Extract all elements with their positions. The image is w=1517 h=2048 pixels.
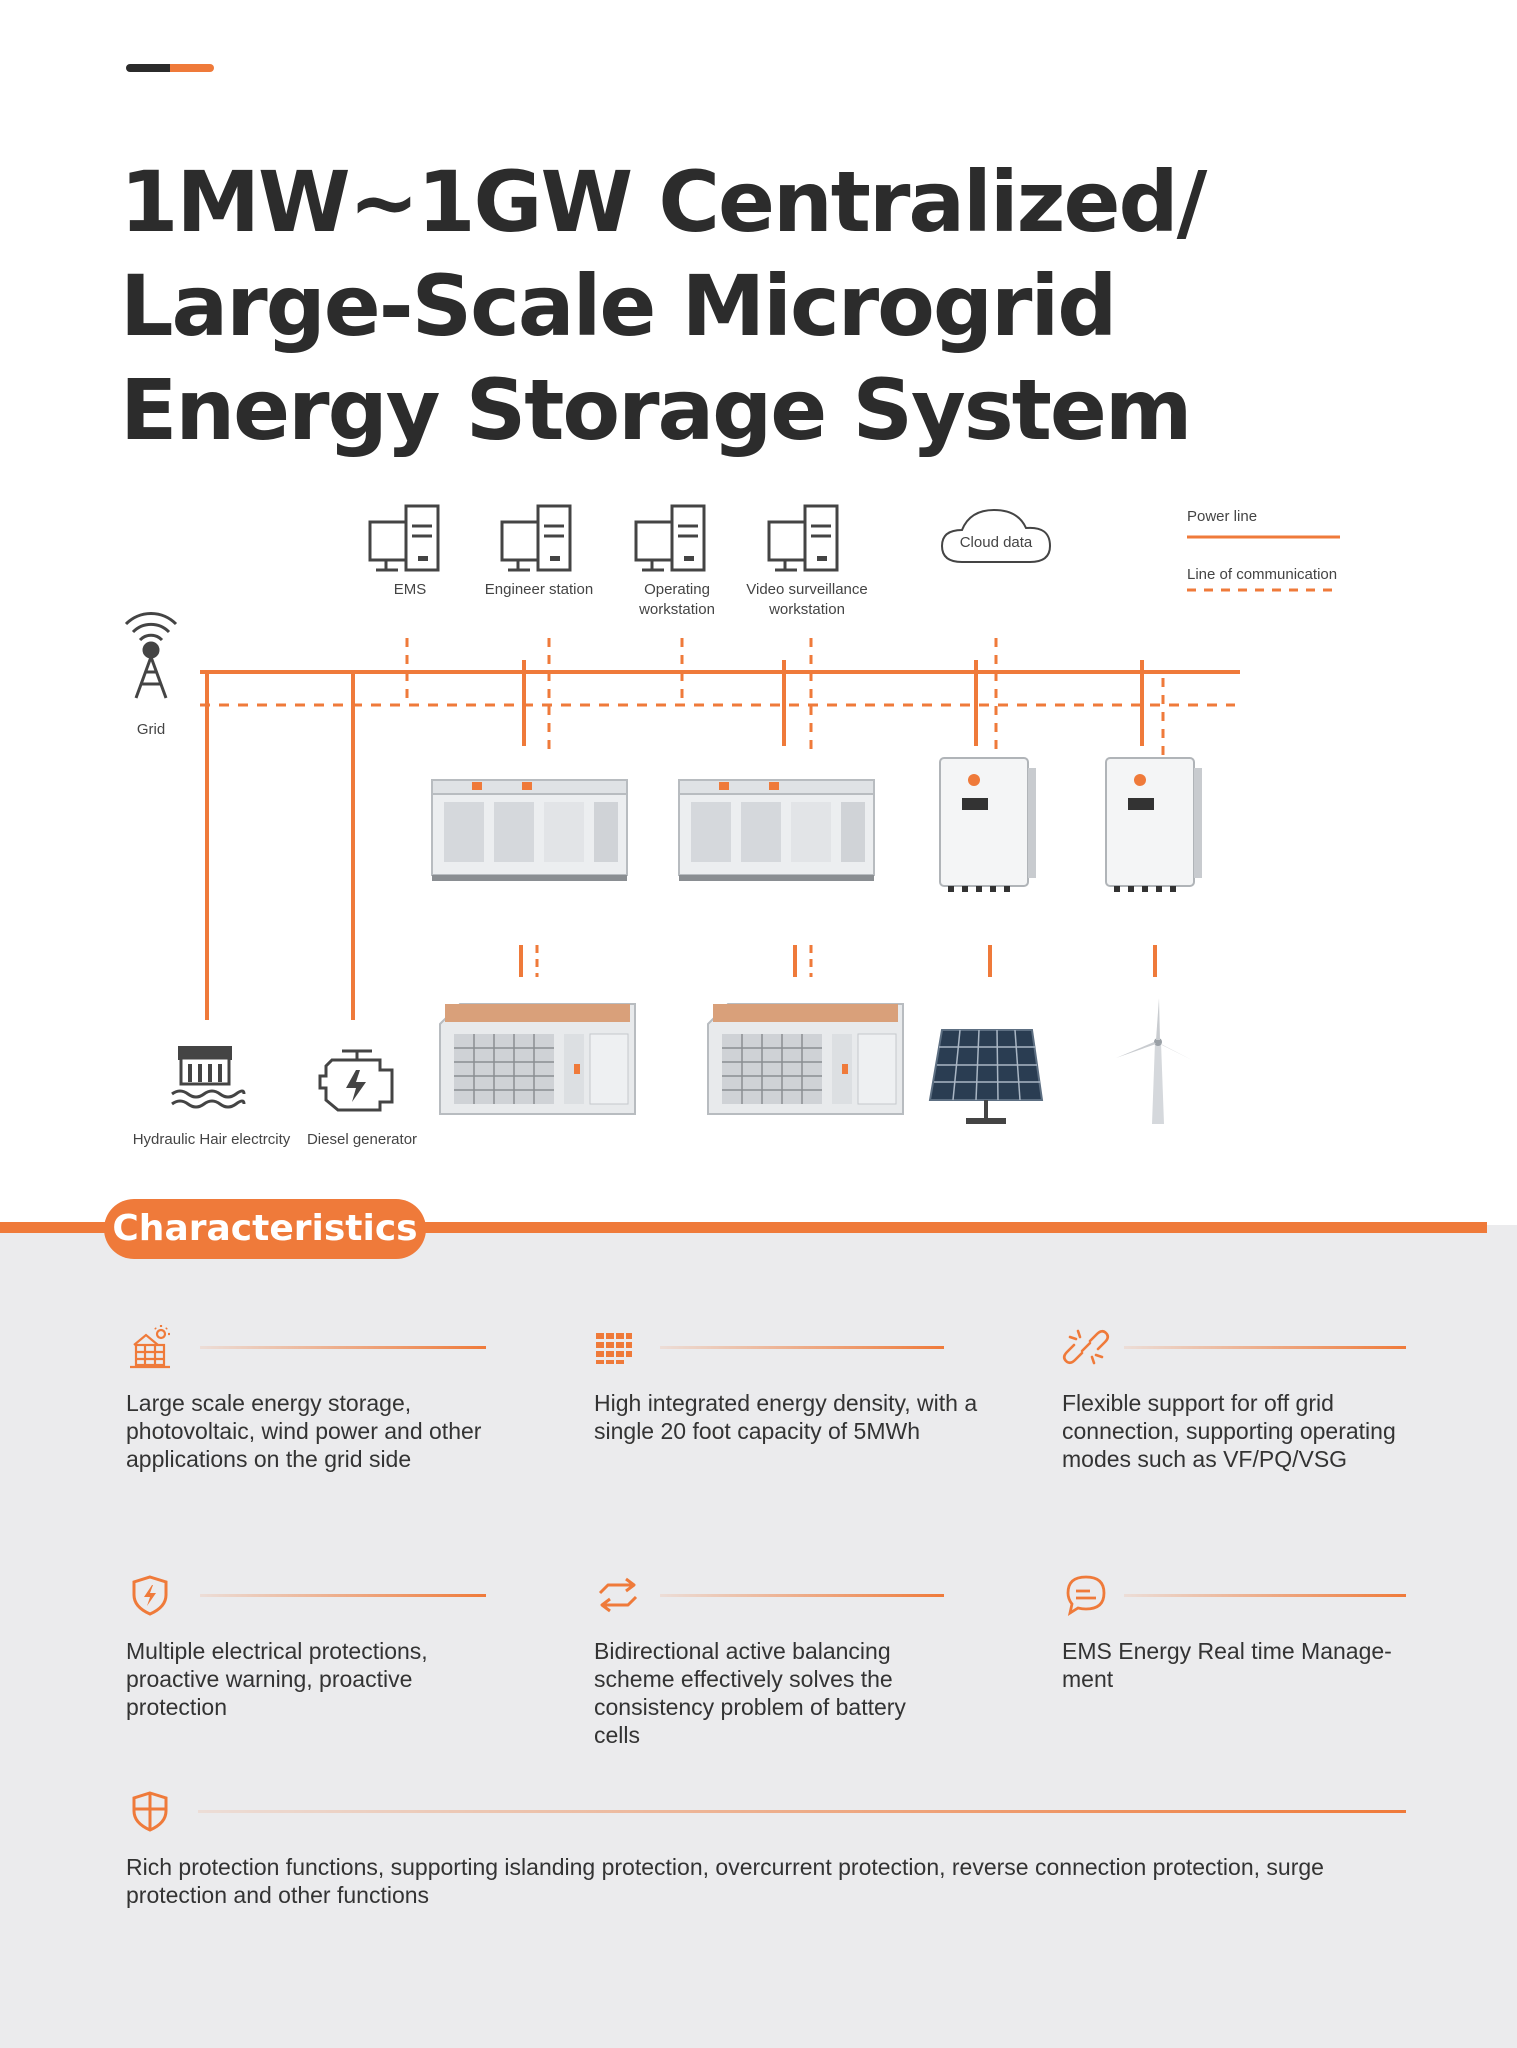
battery-container-2 [707, 1003, 904, 1115]
pcs-unit-1 [431, 779, 628, 882]
grid-tower-icon [124, 611, 178, 699]
ems-computer-icon [368, 504, 440, 572]
feature-text: Large scale energy storage, photovoltaic… [126, 1390, 482, 1472]
feature-text: Bidirectional active balancing scheme ef… [594, 1638, 906, 1748]
feature-text: Multiple electrical protections, proacti… [126, 1638, 428, 1720]
engineer-station-label: Engineer station [484, 581, 594, 598]
feature-divider [660, 1594, 944, 1597]
characteristics-heading: Characteristics [104, 1199, 426, 1259]
diagram-svg [124, 504, 1340, 1124]
feature-text: High integrated energy density, with a s… [594, 1390, 978, 1444]
feature-divider [200, 1594, 486, 1597]
cloud-data-label: Cloud data [959, 534, 1033, 551]
ems-label: EMS [393, 581, 427, 598]
operating-workstation-computer-icon [634, 504, 706, 572]
cloud-icon [940, 508, 1052, 563]
solar-panel-icon [928, 1029, 1044, 1124]
engineer-station-computer-icon [500, 504, 572, 572]
feature-divider [198, 1810, 1406, 1813]
inverter-1 [939, 757, 1037, 893]
feature-text: Flexible support for off grid connection… [1062, 1390, 1396, 1472]
legend-power-line-label: Power line [1187, 508, 1258, 525]
system-diagram: EMS Engineer station Operating workstati… [0, 490, 1517, 1170]
page-title: 1MW~1GW Centralized/ Large-Scale Microgr… [120, 153, 1207, 459]
feature-divider [1124, 1594, 1406, 1597]
feature-text: EMS Energy Real time Manage-ment [1062, 1638, 1392, 1692]
battery-container-1 [439, 1003, 636, 1115]
diesel-generator-icon [318, 1049, 394, 1112]
feature-divider [660, 1346, 944, 1349]
solar-house-icon [130, 1325, 170, 1369]
operating-workstation-label: Operating workstation [639, 581, 715, 618]
video-surveillance-label: Video surveillance workstation [746, 581, 868, 618]
shield-bolt-icon [132, 1575, 168, 1616]
wind-turbine-icon [1116, 998, 1192, 1124]
feature-divider [1124, 1346, 1406, 1349]
video-surveillance-computer-icon [767, 504, 839, 572]
diesel-generator-label: Diesel generator [306, 1131, 418, 1148]
characteristics-section [0, 1225, 1517, 2048]
characteristics-bar [0, 1222, 1487, 1233]
shield-icon [132, 1791, 168, 1832]
top-accent-bar [126, 64, 214, 72]
chat-bubble-icon [1066, 1575, 1106, 1616]
grid-label: Grid [136, 721, 166, 738]
broken-link-icon [1062, 1329, 1110, 1365]
legend-communication-line-label: Line of communication [1187, 566, 1338, 583]
grid-dots-icon [596, 1333, 632, 1364]
inverter-2 [1105, 757, 1203, 893]
hydro-station-icon [171, 1046, 246, 1109]
pcs-unit-2 [678, 779, 875, 882]
feature-divider [200, 1346, 486, 1349]
feature-text: Rich protection functions, supporting is… [126, 1854, 1324, 1908]
bidirectional-arrows-icon [598, 1577, 638, 1613]
hydraulic-label: Hydraulic Hair electrcity [132, 1131, 291, 1148]
